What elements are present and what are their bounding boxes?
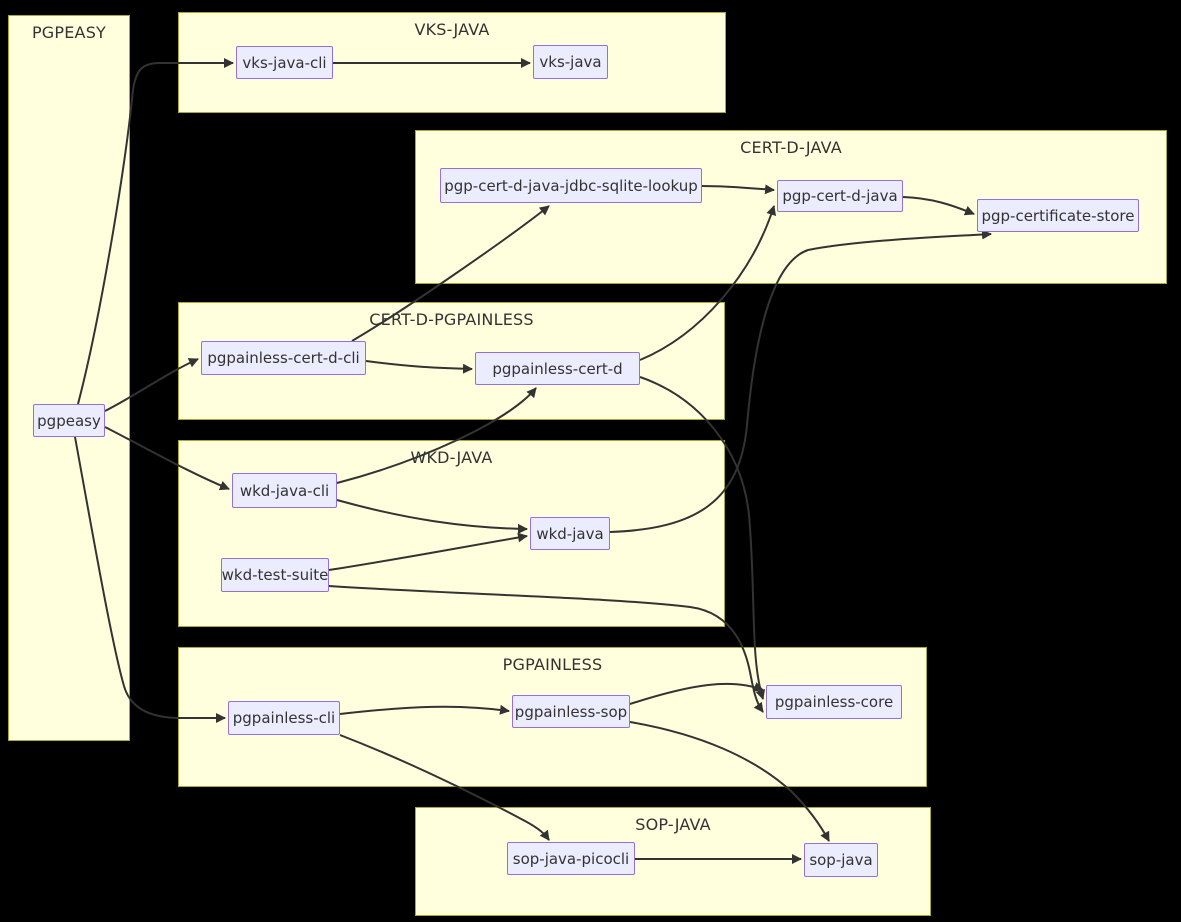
node-sop-java-picocli: sop-java-picocli <box>507 842 635 875</box>
node-label: pgpainless-cert-d-cli <box>207 349 360 367</box>
node-label: pgpainless-sop <box>514 702 628 721</box>
node-label: sop-java-picocli <box>512 849 630 868</box>
node-pgpainless-core: pgpainless-core <box>766 685 902 719</box>
node-label: pgpeasy <box>37 411 101 430</box>
cluster-pgpeasy: PGPEASY <box>8 15 130 741</box>
node-label: pgpainless-cli <box>232 709 336 727</box>
cluster-label-vks-java: VKS-JAVA <box>414 20 490 39</box>
node-pgpainless-cert-d: pgpainless-cert-d <box>475 352 640 385</box>
cluster-label-cert-d-java: CERT-D-JAVA <box>740 138 842 157</box>
node-pgp-cert-d-java-jdbc-sqlite-lookup: pgp-cert-d-java-jdbc-sqlite-lookup <box>440 168 702 203</box>
node-wkd-java: wkd-java <box>530 517 610 550</box>
node-label: wkd-test-suite <box>221 566 329 584</box>
node-label: wkd-java-cli <box>239 481 330 500</box>
node-pgp-cert-d-java: pgp-cert-d-java <box>777 180 903 212</box>
node-wkd-test-suite: wkd-test-suite <box>221 558 329 592</box>
node-label: pgpainless-cert-d <box>492 359 623 378</box>
node-label: pgp-cert-d-java <box>782 187 898 205</box>
node-vks-java-cli: vks-java-cli <box>236 46 333 79</box>
cluster-label-pgpainless: PGPAINLESS <box>502 655 603 674</box>
cluster-label-cert-d-pgpainless: CERT-D-PGPAINLESS <box>369 310 534 329</box>
node-label: sop-java <box>809 851 873 869</box>
node-label: vks-java-cli <box>242 53 327 72</box>
node-pgp-certificate-store: pgp-certificate-store <box>977 199 1139 232</box>
node-pgpainless-sop: pgpainless-sop <box>512 695 630 728</box>
node-label: pgp-certificate-store <box>981 206 1135 225</box>
node-sop-java: sop-java <box>804 843 878 877</box>
node-pgpainless-cert-d-cli: pgpainless-cert-d-cli <box>201 341 366 375</box>
node-label: vks-java <box>539 53 602 71</box>
node-label: pgpainless-core <box>774 693 894 711</box>
node-vks-java: vks-java <box>533 45 608 79</box>
node-label: wkd-java <box>536 524 604 543</box>
cluster-label-sop-java: SOP-JAVA <box>635 815 711 834</box>
node-pgpeasy: pgpeasy <box>33 404 105 437</box>
node-label: pgp-cert-d-java-jdbc-sqlite-lookup <box>444 176 698 195</box>
node-wkd-java-cli: wkd-java-cli <box>232 473 337 508</box>
cluster-label-pgpeasy: PGPEASY <box>31 23 107 42</box>
node-pgpainless-cli: pgpainless-cli <box>228 701 340 735</box>
cluster-wkd-java: WKD-JAVA <box>178 440 725 627</box>
cluster-label-wkd-java: WKD-JAVA <box>410 448 493 467</box>
